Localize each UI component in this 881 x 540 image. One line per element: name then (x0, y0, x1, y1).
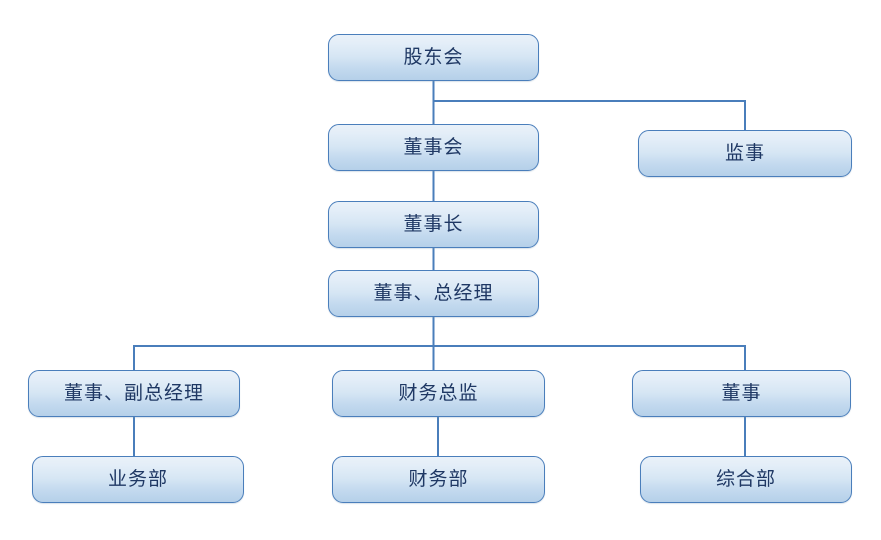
node-board[interactable]: 董事会 (328, 124, 539, 171)
node-label-director: 董事 (721, 382, 762, 404)
node-gm[interactable]: 董事、总经理 (328, 270, 539, 317)
node-label-cfo: 财务总监 (398, 382, 479, 404)
node-supervisor[interactable]: 监事 (638, 130, 852, 177)
node-chairman[interactable]: 董事长 (328, 201, 539, 248)
node-label-supervisor: 监事 (724, 142, 765, 164)
node-cfo[interactable]: 财务总监 (332, 370, 545, 417)
connector-gm-bus-right (433, 345, 746, 370)
node-label-gm: 董事、总经理 (373, 282, 494, 304)
node-label-general-dept: 综合部 (715, 468, 776, 490)
node-general-dept[interactable]: 综合部 (640, 456, 852, 503)
connector-gm-bus-left (133, 345, 434, 370)
node-label-finance-dept: 财务部 (408, 468, 469, 490)
node-label-deputy-gm: 董事、副总经理 (63, 382, 204, 404)
node-deputy-gm[interactable]: 董事、副总经理 (28, 370, 240, 417)
node-business-dept[interactable]: 业务部 (32, 456, 244, 503)
node-director[interactable]: 董事 (632, 370, 851, 417)
node-label-shareholders: 股东会 (403, 46, 464, 68)
node-label-chairman: 董事长 (403, 213, 464, 235)
node-label-board: 董事会 (403, 136, 464, 158)
node-label-business-dept: 业务部 (107, 468, 168, 490)
node-finance-dept[interactable]: 财务部 (332, 456, 545, 503)
node-shareholders[interactable]: 股东会 (328, 34, 539, 81)
